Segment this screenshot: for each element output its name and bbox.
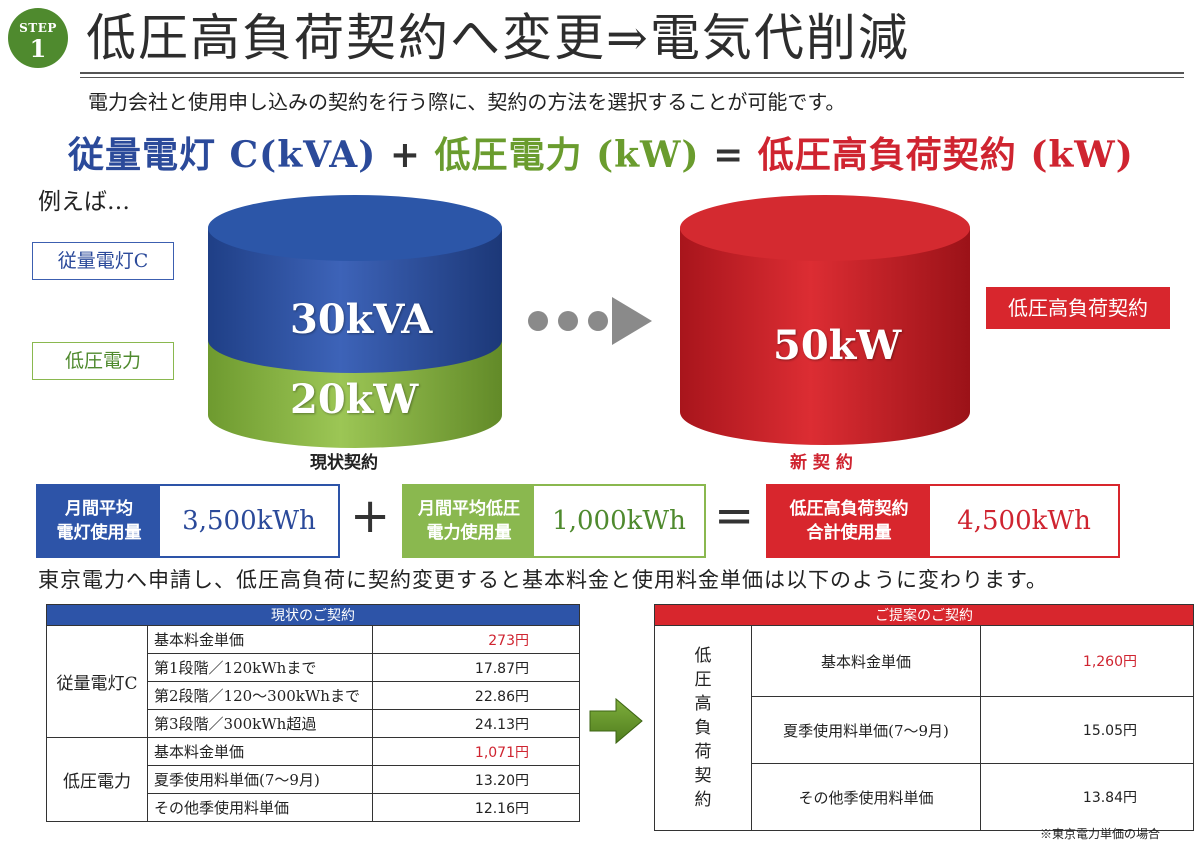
current-kw-value: 20kW <box>290 376 419 423</box>
group-char: 高 <box>694 694 712 714</box>
row-price: 13.20円 <box>372 765 580 794</box>
new-kw-value: 50kW <box>773 322 902 369</box>
row-item: その他季使用料単価 <box>147 793 373 822</box>
arrow-dot <box>558 311 578 331</box>
example-label: 例えば… <box>38 189 130 215</box>
step-word: STEP <box>19 21 57 35</box>
group-lighting: 従量電灯C <box>46 625 148 738</box>
lighting-usage-box: 月間平均 電灯使用量 3,500kWh <box>36 484 340 558</box>
lighting-usage-label-line2: 電灯使用量 <box>56 523 142 543</box>
table-row: その他季使用料単価 12.16円 <box>47 793 580 822</box>
step-badge: STEP 1 <box>8 8 68 68</box>
group-low-voltage: 低圧電力 <box>46 737 148 822</box>
group-char: 契 <box>694 766 712 786</box>
arrow-dot <box>528 311 548 331</box>
footnote: ※東京電力単価の場合 <box>1040 827 1161 841</box>
total-usage-label: 低圧高負荷契約 合計使用量 <box>768 486 930 556</box>
contract-formula: 従量電灯 C(kVA) + 低圧電力 (kW) = 低圧高負荷契約 (kW) <box>68 126 1134 178</box>
table-row: 低圧高負荷契約 基本料金単価 1,260円 <box>654 625 1194 831</box>
tag-lighting: 従量電灯C <box>32 242 174 280</box>
lighting-usage-label: 月間平均 電灯使用量 <box>38 486 160 556</box>
table-row: 第1段階／120kWhまで 17.87円 <box>47 653 580 682</box>
formula-lighting: 従量電灯 C(kVA) <box>68 134 377 176</box>
group-char: 圧 <box>694 670 712 690</box>
table-row: その他季使用料単価 13.84円 <box>655 763 1194 831</box>
row-item: 基本料金単価 <box>147 625 373 654</box>
row-item: 第2段階／120～300kWhまで <box>147 681 373 710</box>
row-price: 12.16円 <box>372 793 580 822</box>
current-contract-cylinder <box>208 195 502 448</box>
total-usage-label-line1: 低圧高負荷契約 <box>789 499 909 519</box>
table-row: 従量電灯C 基本料金単価 273円 <box>46 625 580 738</box>
current-kva-value: 30kVA <box>290 296 433 343</box>
current-table-title: 現状のご契約 <box>46 604 580 626</box>
row-item: 第1段階／120kWhまで <box>147 653 373 682</box>
table-header-row: ご提案のご契約 <box>654 604 1194 626</box>
cylinder-top <box>208 195 502 261</box>
power-usage-label-line1: 月間平均低圧 <box>418 499 520 519</box>
title-rule <box>80 72 1184 74</box>
row-item: その他季使用料単価 <box>751 763 981 831</box>
transition-arrow <box>528 297 652 345</box>
row-item: 基本料金単価 <box>147 737 373 766</box>
group-char: 約 <box>694 790 712 810</box>
row-price: 273円 <box>372 625 580 654</box>
row-price: 22.86円 <box>372 681 580 710</box>
green-arrow-icon <box>589 697 643 745</box>
lighting-layer <box>208 228 502 373</box>
row-price: 13.84円 <box>980 763 1194 831</box>
table-row: 低圧電力 基本料金単価 1,071円 <box>46 737 580 822</box>
cylinder-top <box>680 195 970 261</box>
row-item: 第3段階／300kWh超過 <box>147 709 373 738</box>
table-row: 夏季使用料単価(7～9月) 15.05円 <box>655 696 1194 764</box>
group-high-load-text: 低圧高負荷契約 <box>661 644 745 812</box>
tag-high-load: 低圧高負荷契約 <box>986 287 1170 329</box>
total-usage-value: 4,500kWh <box>930 486 1118 556</box>
arrow-head <box>612 297 652 345</box>
proposed-table-title: ご提案のご契約 <box>654 604 1194 626</box>
row-item: 夏季使用料単価(7～9月) <box>751 696 981 764</box>
power-usage-box: 月間平均低圧 電力使用量 1,000kWh <box>402 484 706 558</box>
row-price: 1,260円 <box>980 625 1194 697</box>
usage-equals: = <box>714 488 755 544</box>
row-item: 夏季使用料単価(7～9月) <box>147 765 373 794</box>
title-rule-thin <box>80 77 1184 78</box>
power-usage-label-line2: 電力使用量 <box>426 523 512 543</box>
notice-text: 東京電力へ申請し、低圧高負荷に契約変更すると基本料金と使用料金単価は以下のように… <box>38 568 1048 592</box>
high-load-layer <box>680 228 970 445</box>
table-header-row: 現状のご契約 <box>46 604 580 626</box>
row-price: 1,071円 <box>372 737 580 766</box>
row-price: 24.13円 <box>372 709 580 738</box>
group-char: 荷 <box>694 742 712 762</box>
tag-low-voltage: 低圧電力 <box>32 342 174 380</box>
power-usage-value: 1,000kWh <box>534 486 704 556</box>
usage-plus: + <box>350 488 391 544</box>
formula-plus: + <box>389 134 421 176</box>
arrow-dot <box>588 311 608 331</box>
formula-high-load: 低圧高負荷契約 (kW) <box>757 134 1134 176</box>
formula-equals: = <box>713 134 745 176</box>
lighting-usage-value: 3,500kWh <box>160 486 338 556</box>
total-usage-label-line2: 合計使用量 <box>806 523 892 543</box>
row-price: 15.05円 <box>980 696 1194 764</box>
lighting-usage-label-line1: 月間平均 <box>65 499 133 519</box>
total-usage-box: 低圧高負荷契約 合計使用量 4,500kWh <box>766 484 1120 558</box>
current-contract-table: 現状のご契約 従量電灯C 基本料金単価 273円 第1段階／120kWhまで 1… <box>46 604 580 822</box>
current-contract-caption: 現状契約 <box>310 453 378 473</box>
step-number: 1 <box>29 34 47 63</box>
row-item: 基本料金単価 <box>751 625 981 697</box>
group-char: 低 <box>694 646 712 666</box>
group-high-load: 低圧高負荷契約 <box>654 625 752 831</box>
new-contract-cylinder <box>680 195 970 445</box>
page-title: 低圧高負荷契約へ変更⇒電気代削減 <box>86 9 910 67</box>
table-row: 第3段階／300kWh超過 24.13円 <box>47 709 580 738</box>
row-price: 17.87円 <box>372 653 580 682</box>
proposed-contract-table: ご提案のご契約 低圧高負荷契約 基本料金単価 1,260円 夏季使用料単価(7～… <box>654 604 1194 831</box>
contract-diagram <box>208 195 970 448</box>
new-contract-caption: 新 契 約 <box>790 453 853 473</box>
group-char: 負 <box>694 718 712 738</box>
formula-low-voltage: 低圧電力 (kW) <box>434 134 700 176</box>
intro-text: 電力会社と使用申し込みの契約を行う際に、契約の方法を選択することが可能です。 <box>88 90 846 114</box>
power-usage-label: 月間平均低圧 電力使用量 <box>404 486 534 556</box>
